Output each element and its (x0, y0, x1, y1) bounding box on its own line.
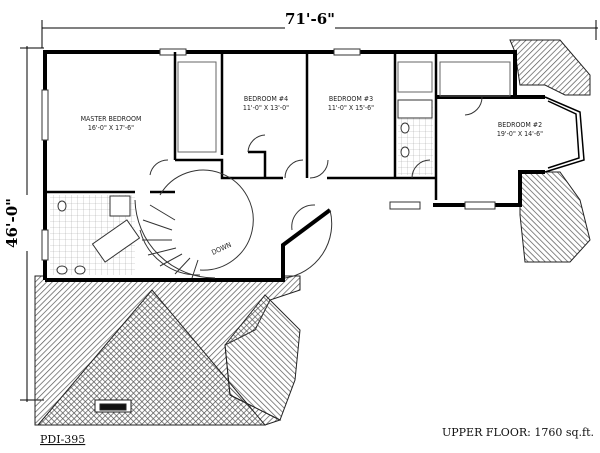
room-bedroom-3: BEDROOM #3 11'-0" X 15'-6" (328, 95, 374, 112)
svg-text:11'-0" X 13'-0": 11'-0" X 13'-0" (243, 104, 289, 112)
plan-code: PDI-395 (40, 433, 85, 446)
spiral-stair (134, 169, 254, 279)
room-bedroom-4: BEDROOM #4 11'-0" X 13'-0" (243, 95, 289, 112)
svg-text:BEDROOM #4: BEDROOM #4 (244, 95, 288, 103)
svg-text:BEDROOM #2: BEDROOM #2 (498, 121, 542, 129)
svg-text:16'-0" X 17'-6": 16'-0" X 17'-6" (88, 124, 134, 132)
interior-walls (45, 52, 438, 200)
room-master-bedroom: MASTER BEDROOM 16'-0" X 17'-6" (81, 115, 142, 132)
floor-area-label: UPPER FLOOR: 1760 sq.ft. (442, 426, 594, 439)
svg-text:MASTER BEDROOM: MASTER BEDROOM (81, 115, 142, 123)
width-dimension: 71'-6" (285, 10, 335, 28)
windows (41, 48, 496, 261)
closets (177, 61, 511, 153)
svg-text:11'-0" X 15'-6": 11'-0" X 15'-6" (328, 104, 374, 112)
room-bedroom-2: BEDROOM #2 19'-0" X 14'-6" (497, 121, 543, 138)
svg-text:BEDROOM #3: BEDROOM #3 (329, 95, 373, 103)
roof (34, 39, 591, 426)
doors (149, 96, 483, 279)
svg-text:19'-0" X 14'-6": 19'-0" X 14'-6" (497, 130, 543, 138)
bay-window (544, 96, 585, 173)
depth-dimension: 46'-0" (3, 198, 21, 248)
fixtures (56, 99, 433, 275)
